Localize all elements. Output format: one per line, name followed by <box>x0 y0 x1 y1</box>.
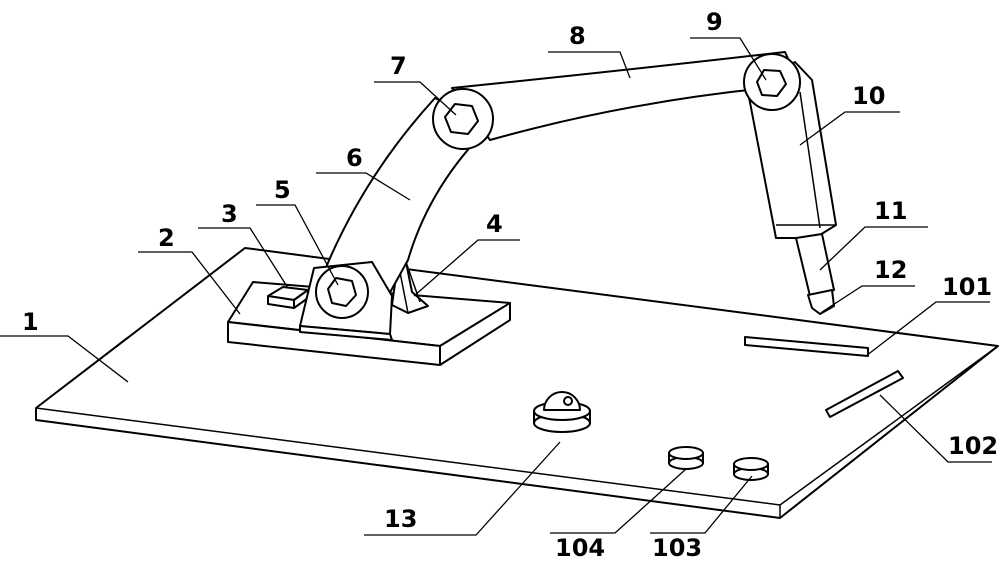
pivot-bracket-5 <box>299 261 393 341</box>
slot-101 <box>744 336 869 357</box>
leader-lines <box>0 37 992 536</box>
rod-11 <box>795 233 835 297</box>
label-101: 101 <box>942 273 992 301</box>
button-104 <box>668 446 704 470</box>
label-4: 4 <box>486 210 503 238</box>
base-plate <box>35 247 999 519</box>
label-12: 12 <box>874 256 907 284</box>
joint-7 <box>432 88 494 150</box>
label-1: 1 <box>22 308 39 336</box>
label-3: 3 <box>221 200 238 228</box>
small-part-3 <box>267 286 309 309</box>
label-2: 2 <box>158 224 175 252</box>
label-6: 6 <box>346 144 363 172</box>
label-102: 102 <box>948 432 998 460</box>
joint-9 <box>743 53 801 111</box>
label-7: 7 <box>390 52 407 80</box>
label-11: 11 <box>874 197 907 225</box>
label-104: 104 <box>555 534 605 562</box>
label-10: 10 <box>852 82 885 110</box>
label-5: 5 <box>274 176 291 204</box>
label-9: 9 <box>706 8 723 36</box>
tip-12 <box>807 289 835 315</box>
camera-13 <box>533 391 591 433</box>
label-103: 103 <box>652 534 702 562</box>
part-labels: 1 2 3 4 5 6 7 8 9 10 11 12 13 101 102 10… <box>22 8 998 562</box>
label-8: 8 <box>569 22 586 50</box>
slot-102 <box>825 370 904 418</box>
button-103 <box>733 457 769 481</box>
label-13: 13 <box>384 505 417 533</box>
